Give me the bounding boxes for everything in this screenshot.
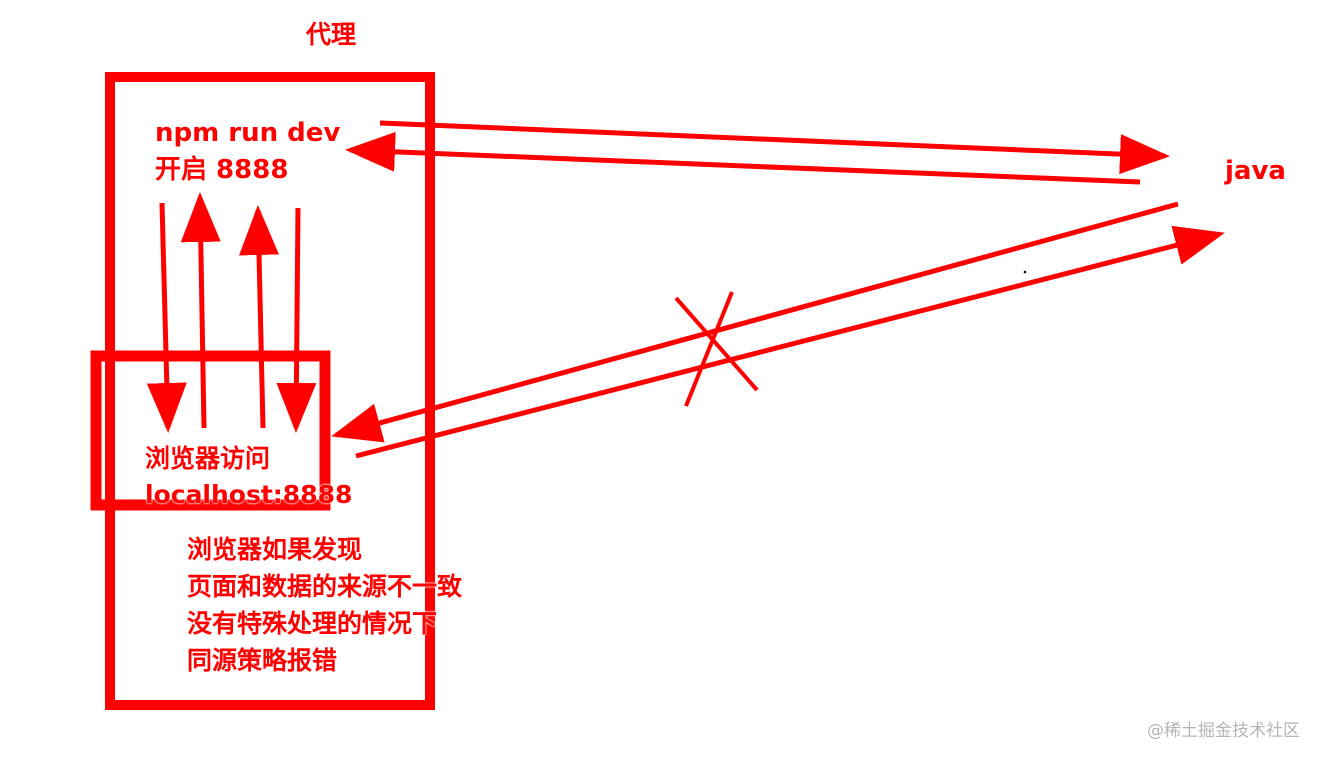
same-origin-note: 浏览器如果发现 页面和数据的来源不一致 没有特殊处理的情况下 同源策略报错	[187, 531, 462, 679]
arrow-down-1	[146, 202, 187, 433]
proxy-title: 代理	[306, 20, 357, 49]
browser-url-label: localhost:8888	[145, 480, 353, 509]
browser-access-label: 浏览器访问	[145, 444, 271, 473]
stray-dot	[1023, 270, 1027, 274]
arrow-proxy-to-java	[379, 120, 1170, 175]
arrow-down-2	[276, 207, 317, 433]
java-label: java	[1225, 156, 1286, 186]
watermark: @稀土掘金技术社区	[1147, 721, 1300, 741]
arrow-up-1	[180, 192, 221, 429]
note-line: 页面和数据的来源不一致	[187, 572, 463, 601]
arrow-java-to-browser	[331, 201, 1179, 443]
blocked-cross-icon	[674, 291, 759, 407]
note-line: 没有特殊处理的情况下	[187, 609, 438, 638]
arrow-up-2	[239, 205, 280, 429]
note-line: 同源策略报错	[187, 646, 338, 675]
arrow-java-to-proxy	[345, 131, 1141, 185]
note-line: 浏览器如果发现	[187, 535, 363, 564]
proxy-box	[105, 72, 435, 710]
arrow-browser-to-java	[355, 225, 1225, 459]
browser-box	[90, 350, 331, 511]
npm-command-label: npm run dev	[155, 118, 341, 148]
open-port-label: 开启 8888	[155, 155, 289, 185]
